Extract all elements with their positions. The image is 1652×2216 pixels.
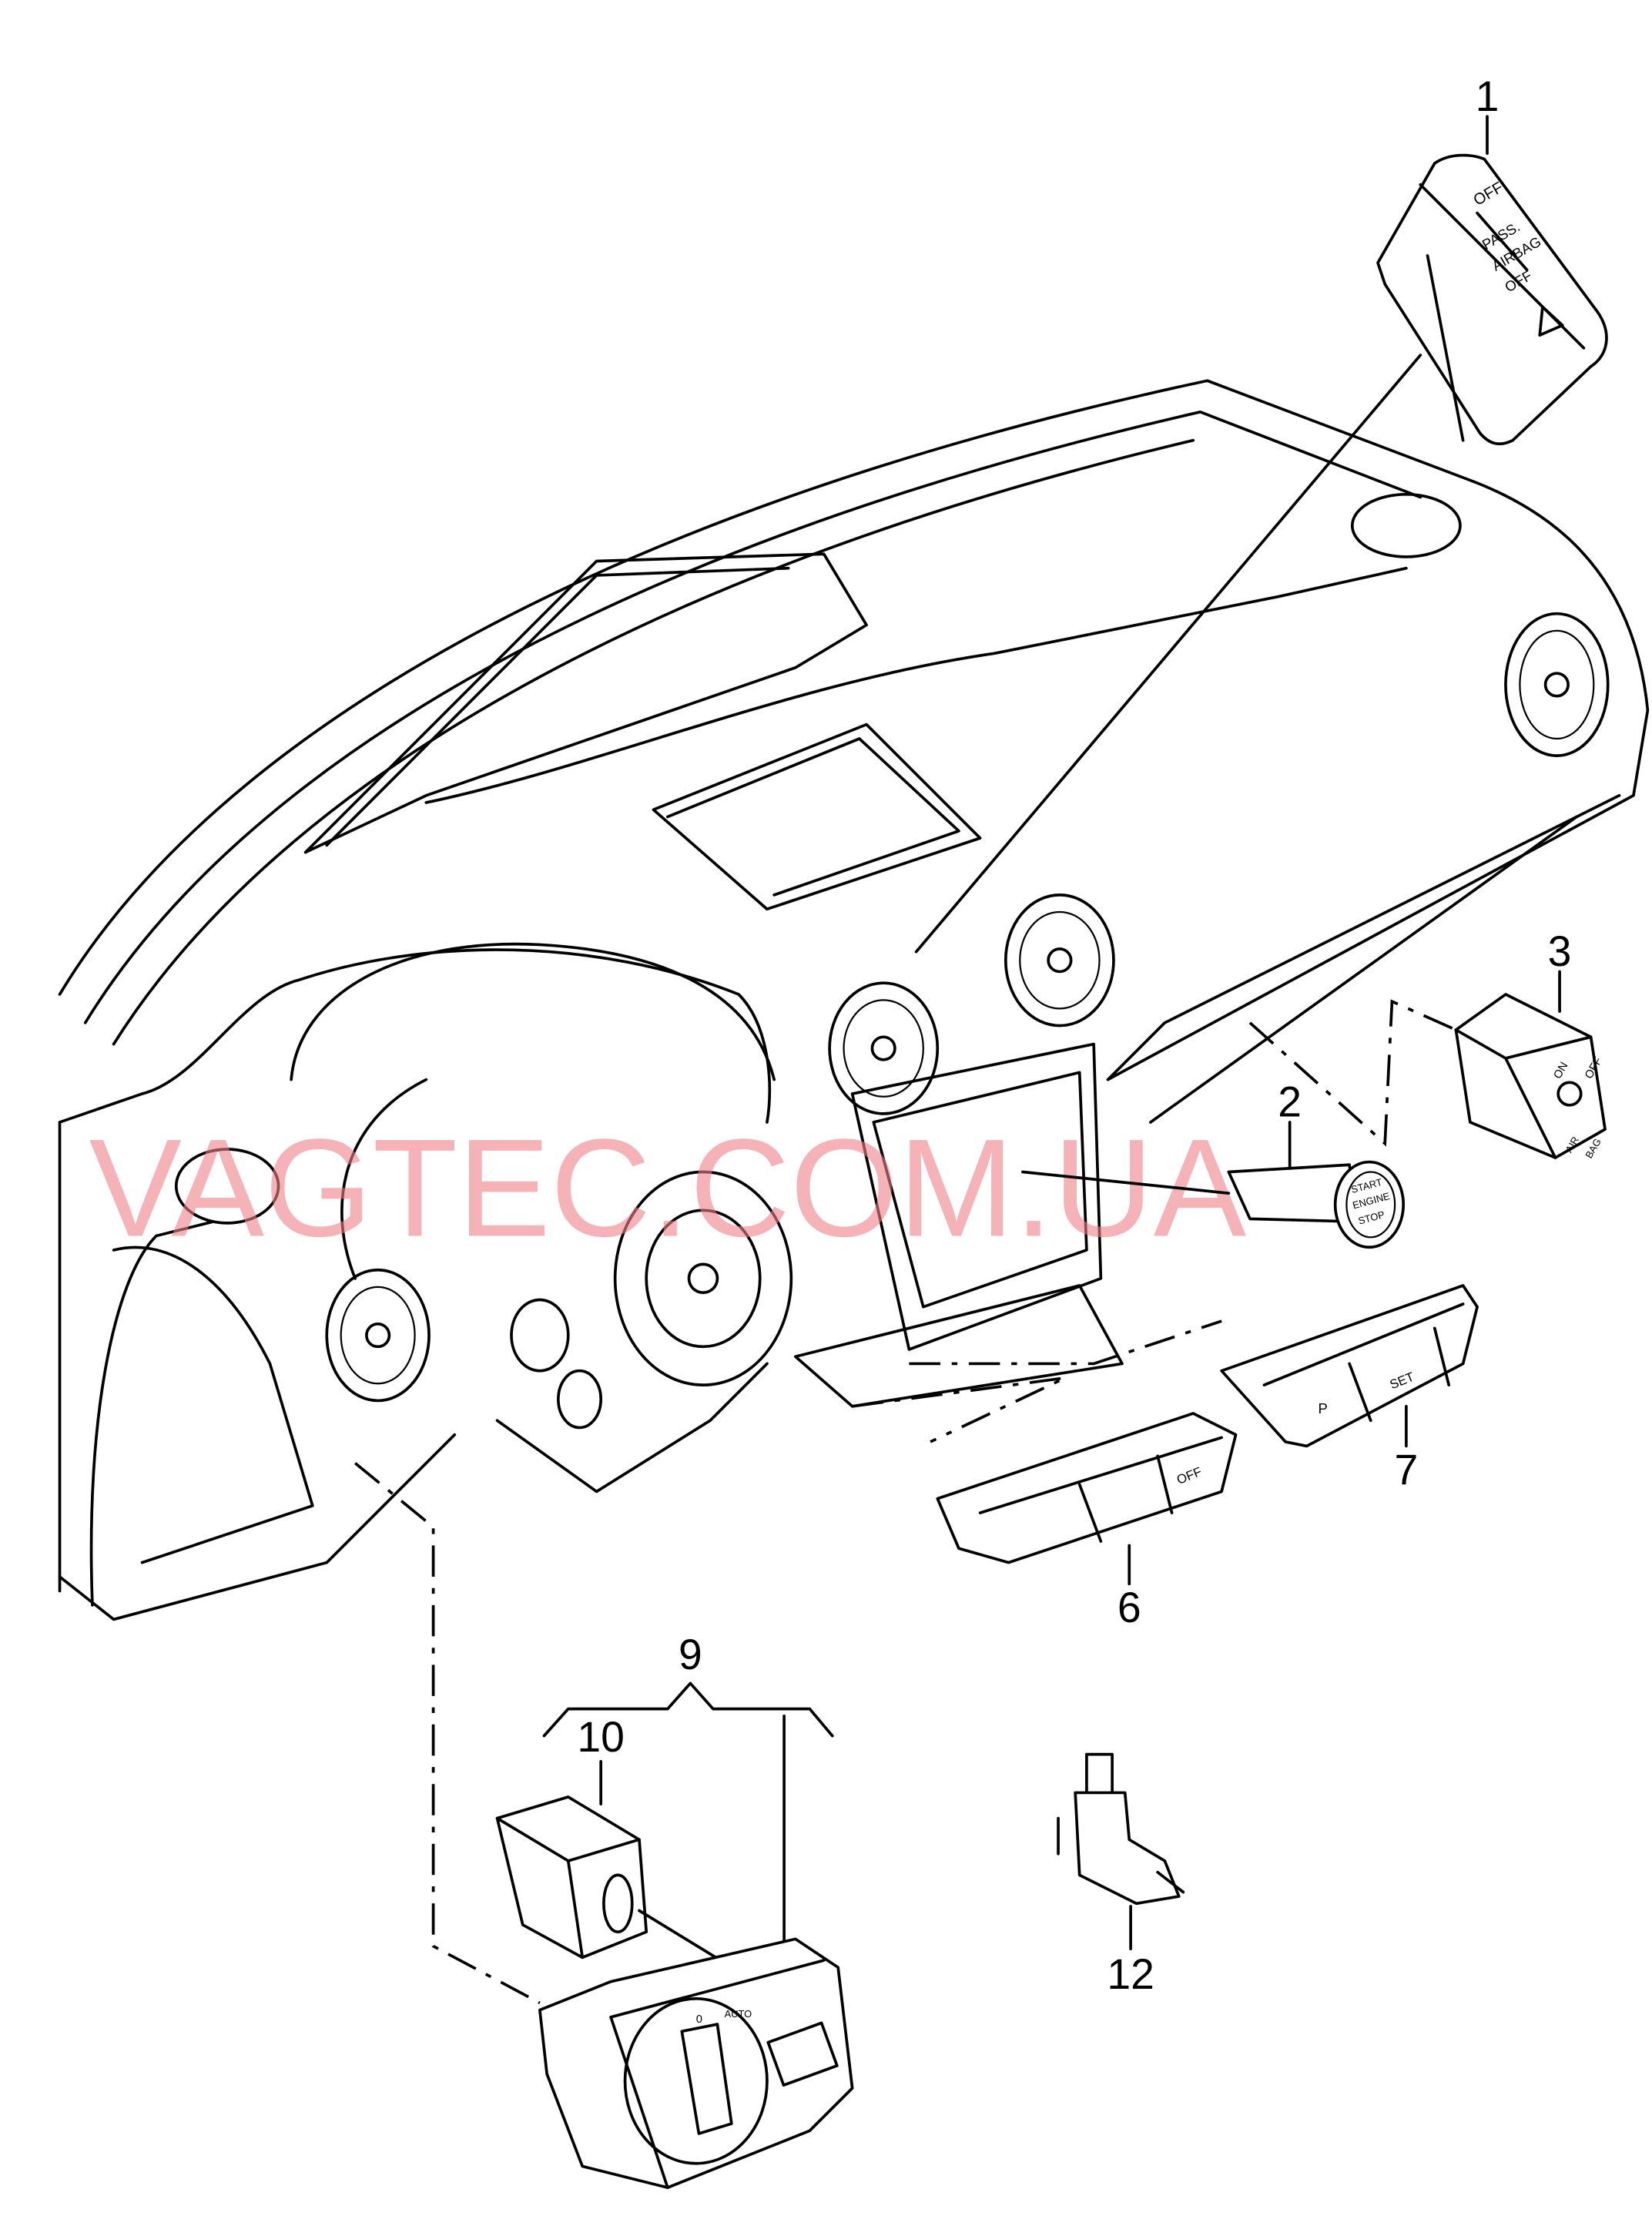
- air-vent: [828, 981, 940, 1115]
- park-assist-icon: P: [1319, 1400, 1328, 1416]
- callout-12: 12: [1107, 1950, 1154, 1998]
- watermark: VAGTEC.COM.UA: [89, 1110, 1246, 1266]
- air-vent: [1004, 893, 1115, 1028]
- callout-7: 7: [1394, 1446, 1418, 1494]
- part-9-light-switch[interactable]: AUTO 0: [538, 1937, 854, 2189]
- part-10-fog-light-switch[interactable]: [495, 1795, 648, 1960]
- air-vent: [174, 492, 1462, 1225]
- air-vent: [325, 1268, 431, 1403]
- part-3-airbag-key-switch[interactable]: ON OFF AIR BAG: [1454, 993, 1607, 1160]
- part-2-start-stop-button[interactable]: START ENGINE STOP: [1227, 1160, 1406, 1249]
- svg-text:AUTO: AUTO: [725, 2008, 752, 2020]
- air-vent: [1504, 612, 1610, 757]
- part-1-passenger-airbag-off-switch[interactable]: OFF PASS. AIRBAG OFF: [1376, 153, 1608, 446]
- dashboard-assembly: [58, 354, 1650, 1621]
- part-6-switch-panel-left[interactable]: OFF: [936, 1412, 1238, 1564]
- svg-text:0: 0: [696, 2013, 702, 2026]
- callout-6: 6: [1118, 1584, 1141, 1631]
- part-12-brake-light-switch[interactable]: [1057, 1752, 1185, 1906]
- steering-column: [510, 1170, 793, 1430]
- callout-3: 3: [1548, 927, 1572, 975]
- callout-10: 10: [577, 1713, 625, 1761]
- hazard-triangle-icon: [1538, 305, 1564, 337]
- callout-1: 1: [1476, 72, 1500, 120]
- part-7-switch-panel-right[interactable]: SET P: [1220, 1284, 1479, 1448]
- callout-2: 2: [1278, 1078, 1302, 1126]
- callout-9: 9: [679, 1631, 702, 1678]
